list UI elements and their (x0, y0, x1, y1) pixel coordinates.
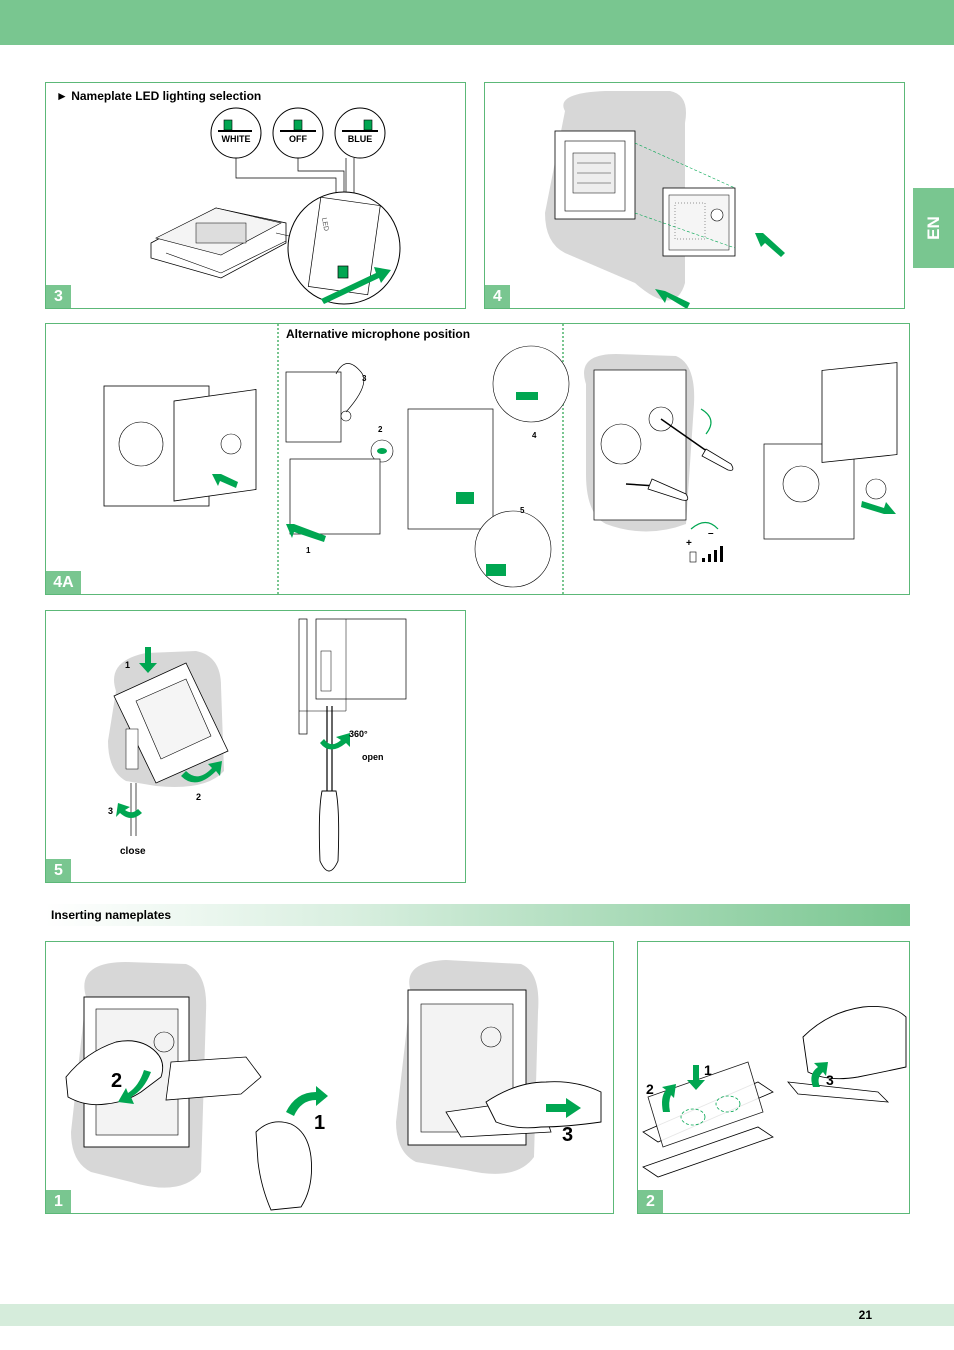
led-option-blue: BLUE (348, 134, 373, 144)
frame-insert (108, 651, 229, 787)
svg-text:+: + (686, 538, 692, 549)
rotate-arrow-icon (181, 761, 222, 783)
rotation-label: 360° (349, 729, 368, 739)
callout-2: 2 (196, 792, 201, 802)
led-blue-option: BLUE (334, 107, 386, 159)
step-number-badge: 4 (485, 285, 510, 308)
callout-1: 1 (704, 1062, 712, 1078)
frame-closing-illustration: 1 2 3 close 360° open (108, 618, 407, 872)
callout-1: 1 (125, 660, 130, 670)
module-with-cover (103, 385, 257, 507)
module-mounting-illustration (545, 91, 785, 308)
curve-arrow-icon (118, 1070, 151, 1104)
panel-frame-closing: 1 2 3 close 360° open 5 (45, 610, 466, 883)
section-title: Inserting nameplates (51, 908, 172, 922)
top-band (0, 0, 954, 45)
led-white-option: WHITE (210, 107, 262, 159)
screwdriver-icon (660, 418, 734, 471)
insert-arrow-icon (655, 289, 690, 308)
pull-arrow-icon (286, 524, 326, 542)
audio-module-front (662, 187, 736, 257)
screwdriver-icon (318, 706, 340, 872)
panel-nameplate-assembly: 1 2 3 2 (637, 941, 910, 1214)
callout-3: 3 (562, 1124, 573, 1146)
up-arrow-icon (811, 1062, 828, 1087)
led-option-white: WHITE (222, 134, 251, 144)
section-heading-bar: Inserting nameplates (45, 904, 910, 926)
down-arrow-icon (139, 647, 157, 673)
language-tab-label: EN (923, 216, 943, 240)
callout-3: 3 (362, 374, 367, 383)
push-arrow-icon (755, 233, 785, 257)
callout-1: 1 (306, 546, 311, 555)
callout-5: 5 (520, 506, 525, 515)
language-tab[interactable]: EN (913, 188, 954, 268)
lift-arrow-icon (662, 1084, 676, 1112)
svg-text:–: – (708, 528, 714, 539)
close-label: close (120, 846, 146, 857)
insert-cover-arrow-icon (861, 501, 896, 514)
panel-microphone-position: Alternative microphone position 3 2 1 (45, 323, 910, 595)
step-number-badge: 1 (46, 1190, 71, 1213)
nameplate-removal-illustration: 2 1 3 (65, 960, 602, 1211)
volume-icon: + – (686, 521, 723, 563)
led-selection-title: ► Nameplate LED lighting selection (56, 89, 262, 103)
frame-side-detail (298, 618, 407, 735)
close-arrow-icon (116, 803, 142, 818)
open-label: open (362, 752, 384, 762)
divider-right (562, 324, 564, 594)
lift-arrow-icon (286, 1086, 328, 1116)
mic-steps: 3 2 1 4 5 (285, 345, 570, 588)
alt-microphone-title: Alternative microphone position (286, 327, 471, 341)
callout-2: 2 (646, 1081, 654, 1097)
callout-2: 2 (378, 425, 383, 434)
nameplate-assembly-illustration: 1 2 3 (642, 1006, 907, 1178)
frame-with-nameplate-right (396, 960, 552, 1174)
remove-arrow-icon (212, 474, 238, 488)
open-arrow-icon (320, 733, 350, 750)
frame-drawing (554, 130, 636, 220)
page-number: 21 (858, 1308, 872, 1322)
step-number-badge: 4A (46, 571, 81, 594)
callout-4: 4 (532, 431, 537, 440)
step-number-badge: 2 (638, 1190, 663, 1213)
divider-left (277, 324, 279, 594)
push-right-arrow-icon (546, 1098, 581, 1118)
callout-3: 3 (108, 806, 113, 816)
led-off-option: OFF (272, 107, 324, 159)
microphone-illustration: 3 2 1 4 5 (103, 345, 898, 588)
nameplate-parts (642, 1061, 774, 1178)
audio-module-drawing (150, 207, 287, 279)
led-option-off: OFF (289, 134, 307, 144)
led-marking-text: LED (320, 217, 329, 232)
hand-icon (255, 1121, 312, 1211)
slide-arrow-icon (321, 267, 391, 304)
step-number-badge: 5 (46, 859, 71, 882)
down-arrow-icon (687, 1065, 705, 1090)
screwdriver-icon (625, 478, 689, 501)
hand-icon (802, 1006, 907, 1080)
hand-icon (485, 1081, 602, 1129)
footer-band: 21 (0, 1304, 954, 1326)
step-number-badge: 3 (46, 285, 71, 308)
panel-module-mounting: 4 (484, 82, 905, 309)
magnified-selector-detail: LED (287, 191, 401, 305)
callout-1: 1 (314, 1112, 325, 1134)
callout-3: 3 (826, 1072, 834, 1088)
panel-led-selection: ► Nameplate LED lighting selection WHITE… (45, 82, 466, 309)
panel-nameplate-removal: 2 1 3 1 (45, 941, 614, 1214)
led-selection-illustration: WHITE OFF BLUE (150, 107, 401, 305)
callout-2: 2 (111, 1070, 122, 1092)
volume-adjustment: + – (584, 354, 898, 563)
